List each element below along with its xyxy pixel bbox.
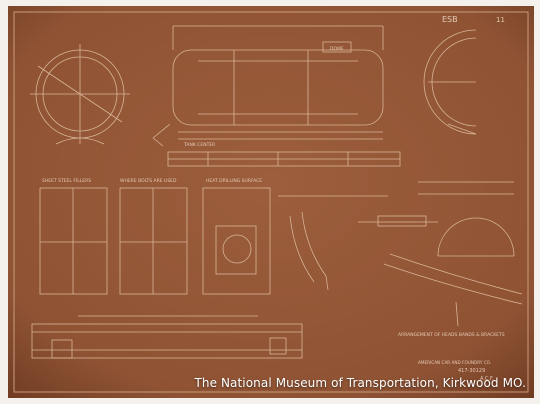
left-panels <box>39 187 271 295</box>
note-5: DOME <box>330 46 344 52</box>
note-6: ARRANGEMENT OF HEADS BANDS & BRACKETS <box>398 332 505 338</box>
tank-side-view <box>152 25 384 147</box>
title-block-initials: A.C.F. <box>480 376 494 382</box>
title-block-company: AMERICAN CAR AND FOUNDRY CO. <box>418 360 491 365</box>
drawing-text-group: ESB 11 AMERICAN CAR AND FOUNDRY CO. 417-… <box>42 15 505 382</box>
note-2: WHERE BOLTS ARE USED <box>120 178 177 184</box>
note-4: TANK CENTER <box>183 142 215 148</box>
tank-band-strip <box>167 151 401 167</box>
note-1: SHEET STEEL FILLERS <box>42 178 91 184</box>
title-block-drawing-number: 417-30129 <box>458 368 485 374</box>
frame-stamp: ESB <box>442 15 458 24</box>
blueprint-drawing: ESB 11 AMERICAN CAR AND FOUNDRY CO. 417-… <box>8 6 534 398</box>
blueprint-sheet: ESB 11 AMERICAN CAR AND FOUNDRY CO. 417-… <box>8 6 534 398</box>
revision-number: 11 <box>496 16 505 24</box>
sheet-border <box>13 11 529 393</box>
tank-end-view-right <box>423 29 477 135</box>
paper-background <box>8 6 534 398</box>
band-arc-and-brackets <box>278 181 523 327</box>
tank-end-view-left <box>30 44 130 145</box>
museum-watermark: The National Museum of Transportation, K… <box>194 376 526 390</box>
bottom-channel <box>31 315 303 359</box>
note-3: HEAT DRILLING SURFACE <box>206 178 262 184</box>
